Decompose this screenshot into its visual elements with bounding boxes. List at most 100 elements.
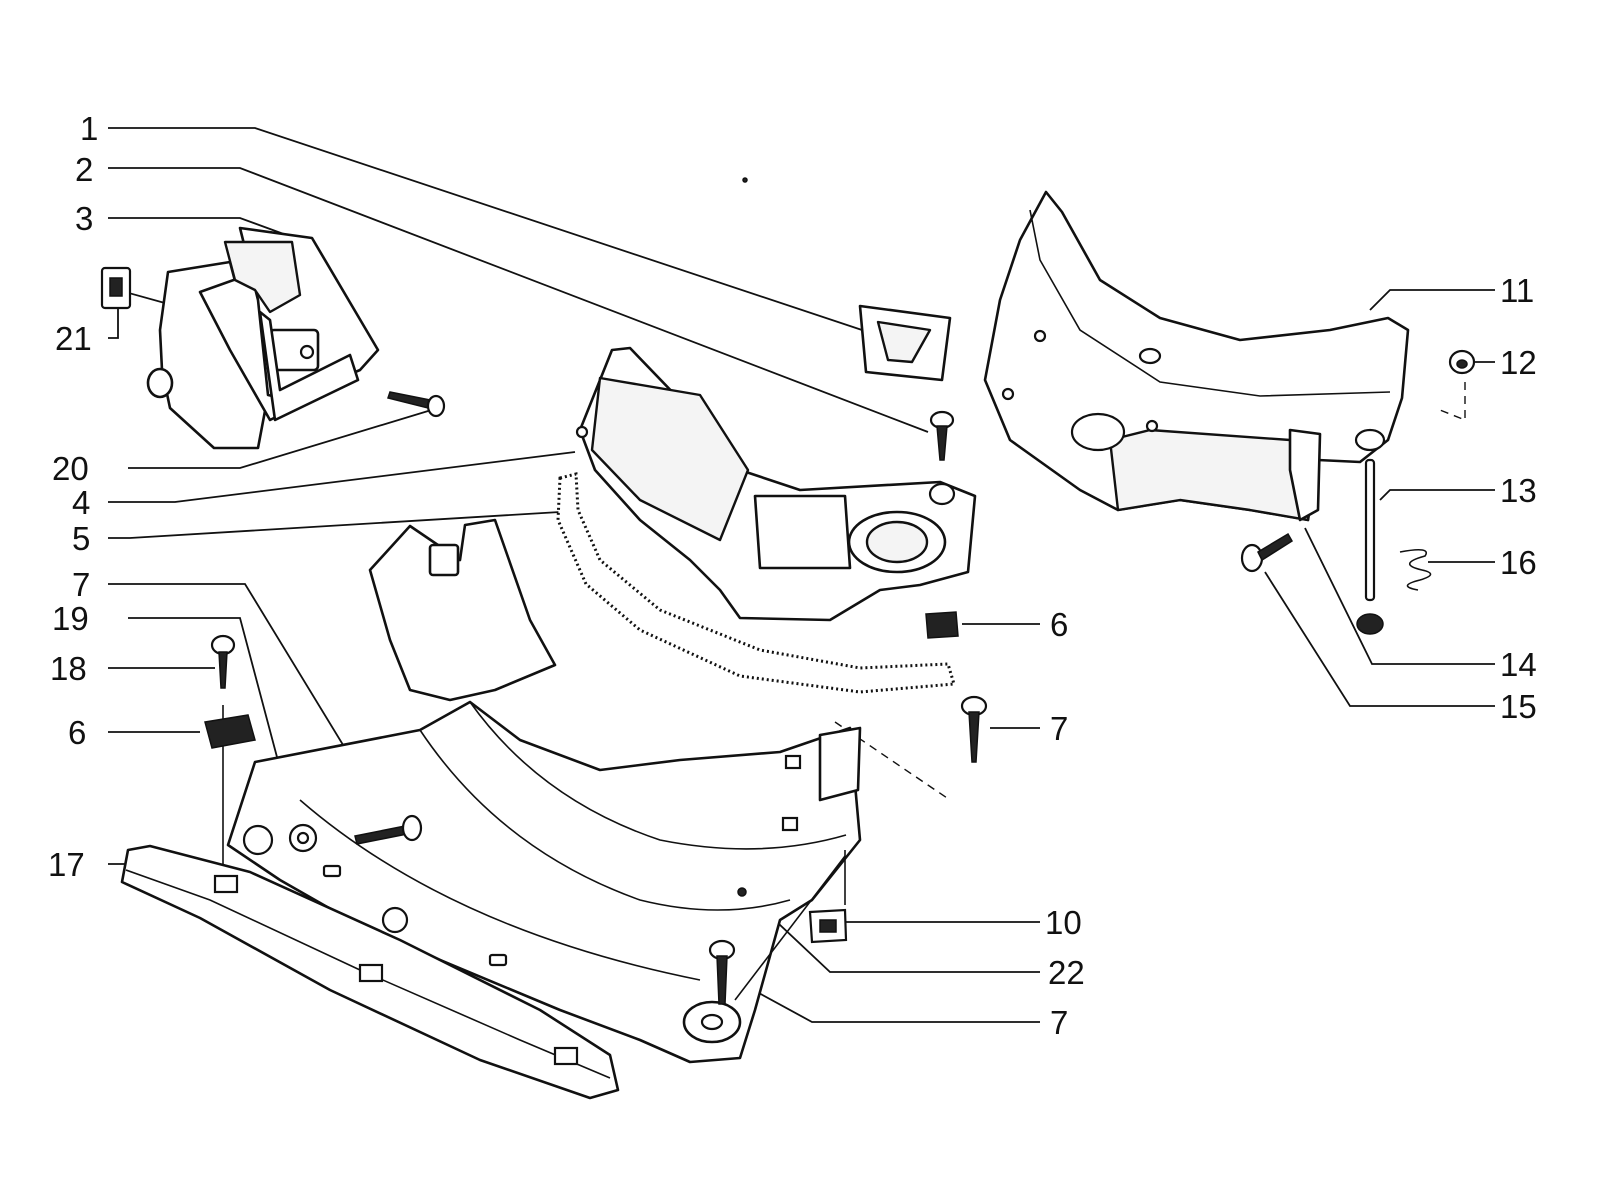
clip-nut-21 — [100, 266, 132, 310]
cover-11-hole-2 — [1001, 387, 1015, 401]
callout-19: 19 — [52, 600, 89, 637]
callout-3: 3 — [75, 200, 93, 237]
screw-7c-shank — [716, 955, 728, 1005]
axis-line-12 — [1439, 382, 1466, 422]
leader-5 — [108, 511, 561, 539]
spring-16 — [1399, 548, 1432, 591]
leader-20 — [128, 407, 439, 469]
main-panel-22 — [226, 518, 862, 1064]
cover-11-hole-small — [1138, 347, 1162, 365]
panel-22-box — [368, 518, 557, 702]
callout-18: 18 — [50, 650, 87, 687]
callout-5: 5 — [72, 520, 90, 557]
callout-2: 2 — [75, 151, 93, 188]
bracket-assembly — [100, 226, 446, 450]
callout-21: 21 — [55, 320, 92, 357]
housing-4-hole-left — [575, 425, 589, 439]
trim-strip-17 — [120, 844, 620, 1100]
housing-4-window — [590, 376, 750, 542]
washer-19-hole — [296, 831, 310, 845]
cover-11-pivot — [1354, 428, 1386, 452]
seal-strip-5 — [556, 472, 956, 694]
cover-11-hole-1 — [1033, 329, 1047, 343]
leader-7a — [108, 583, 391, 823]
callout-10: 10 — [1045, 904, 1082, 941]
grommet-1 — [858, 304, 952, 382]
callout-7-left: 7 — [72, 566, 90, 603]
callout-12: 12 — [1500, 344, 1537, 381]
center-hardware — [708, 611, 988, 1005]
right-cover-11 — [983, 190, 1410, 522]
screw-20-head — [426, 394, 446, 418]
cover-11-bracket — [1288, 428, 1322, 522]
screw-15-shank — [1257, 532, 1294, 562]
leader-13 — [1379, 489, 1495, 501]
panel-22-box-tab — [428, 543, 460, 577]
screw-20 — [387, 391, 446, 418]
link-line-7c — [734, 855, 846, 1001]
callout-14: 14 — [1500, 646, 1537, 683]
leader-7c — [734, 979, 1040, 1023]
cover-11-inner — [1029, 209, 1391, 397]
bushing-2 — [928, 482, 956, 506]
screw-2-shank — [936, 425, 948, 461]
panel-22-hole-1 — [242, 824, 274, 856]
panel-22-flange-tab — [818, 726, 862, 802]
callout-20: 20 — [52, 450, 89, 487]
leader-15 — [1264, 571, 1495, 707]
left-hardware — [204, 634, 423, 853]
nut-6b — [925, 611, 959, 639]
callout-4: 4 — [72, 484, 90, 521]
clip-6a — [204, 714, 256, 749]
callout-22: 22 — [1048, 954, 1085, 991]
plug-12-center — [1456, 359, 1468, 369]
panel-22-crease-2 — [419, 729, 791, 911]
callout-11: 11 — [1500, 272, 1534, 309]
screw-18-shank — [218, 651, 228, 689]
panel-22-main — [226, 700, 862, 1064]
callout-16: 16 — [1500, 544, 1537, 581]
screw-7a-head — [401, 814, 423, 842]
panel-22-slot-1 — [488, 953, 508, 967]
callout-13: 13 — [1500, 472, 1537, 509]
grommet-inner — [876, 320, 932, 364]
housing-4-port-inner — [865, 520, 929, 564]
nut-10-center — [819, 919, 837, 933]
panel-22-slot-2 — [322, 864, 342, 878]
leader-11 — [1369, 289, 1495, 311]
panel-22-tab-slot-1 — [784, 754, 802, 770]
stray-dot — [742, 177, 748, 183]
bracket-inner-frame — [258, 310, 360, 422]
panel-22-bottom-ring-hole — [700, 1013, 724, 1031]
screw-2-assembly — [928, 410, 956, 506]
panel-22-crease-1 — [469, 701, 847, 850]
callout-6-center: 6 — [1050, 606, 1068, 643]
upper-housing-4 — [575, 346, 977, 622]
panel-22-tab-slot-2 — [781, 816, 799, 832]
leader-2 — [108, 167, 929, 433]
clip-nut-inner — [109, 277, 123, 297]
callout-1: 1 — [80, 110, 98, 147]
callout-labels: 1 2 3 21 20 4 5 7 19 18 6 17 11 12 13 16… — [48, 110, 1537, 1041]
screw-7b-shank — [968, 711, 980, 763]
leader-1 — [108, 127, 863, 331]
panel-22-marker — [737, 887, 747, 897]
cover-11-hole-3 — [1145, 419, 1159, 433]
right-hardware — [1240, 349, 1476, 635]
bushing-14 — [1356, 613, 1384, 635]
callout-7-center: 7 — [1050, 710, 1068, 747]
bracket-boss-hole — [299, 344, 315, 360]
housing-4-tray — [753, 494, 852, 570]
screw-15-head — [1240, 543, 1264, 573]
bracket-slot — [223, 240, 302, 314]
leader-14 — [1304, 527, 1495, 665]
callout-17: 17 — [48, 846, 85, 883]
leader-4 — [108, 451, 576, 503]
cover-11-port — [1070, 412, 1126, 452]
panel-22-crease-3 — [299, 799, 701, 981]
bracket-knob — [146, 367, 174, 399]
screw-20-shank — [387, 391, 431, 409]
cover-11-lower — [1108, 428, 1312, 522]
